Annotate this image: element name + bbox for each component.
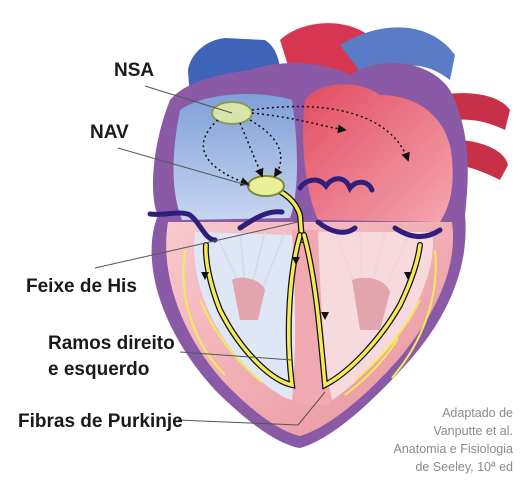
chordae-left (334, 231, 411, 291)
label-sa-node: NSA (114, 60, 155, 81)
credit-line-3: Anatomia e Fisiologia (393, 442, 513, 456)
label-av-node: NAV (90, 122, 129, 143)
valve-lines (147, 176, 443, 243)
left-atrium (303, 84, 453, 223)
label-his-bundle: Feixe de His (26, 276, 137, 297)
credit-line-2: Vanputte et al. (433, 424, 513, 438)
papillary-right (232, 277, 265, 320)
credit-line-4: de Seeley, 10ª ed (415, 460, 513, 474)
label-purkinje: Fibras de Purkinje (18, 411, 183, 432)
impulse-arrows (202, 105, 410, 186)
leader-lines (94, 85, 326, 426)
av-node (247, 175, 285, 197)
papillary-left (352, 277, 390, 330)
pulmonary-vein-right (440, 93, 510, 130)
credit-line-1: Adaptado de (442, 406, 513, 420)
conduction-system (182, 183, 437, 396)
label-bundle-branches-1: Ramos direito (48, 333, 175, 354)
label-bundle-branches-2: e esquerdo (48, 359, 150, 380)
source-credit: Adaptado de Vanputte et al. Anatomia e F… (393, 404, 513, 476)
purkinje-arrows (201, 257, 412, 320)
purkinje-fibres (182, 249, 437, 396)
chordae-right (214, 231, 286, 291)
